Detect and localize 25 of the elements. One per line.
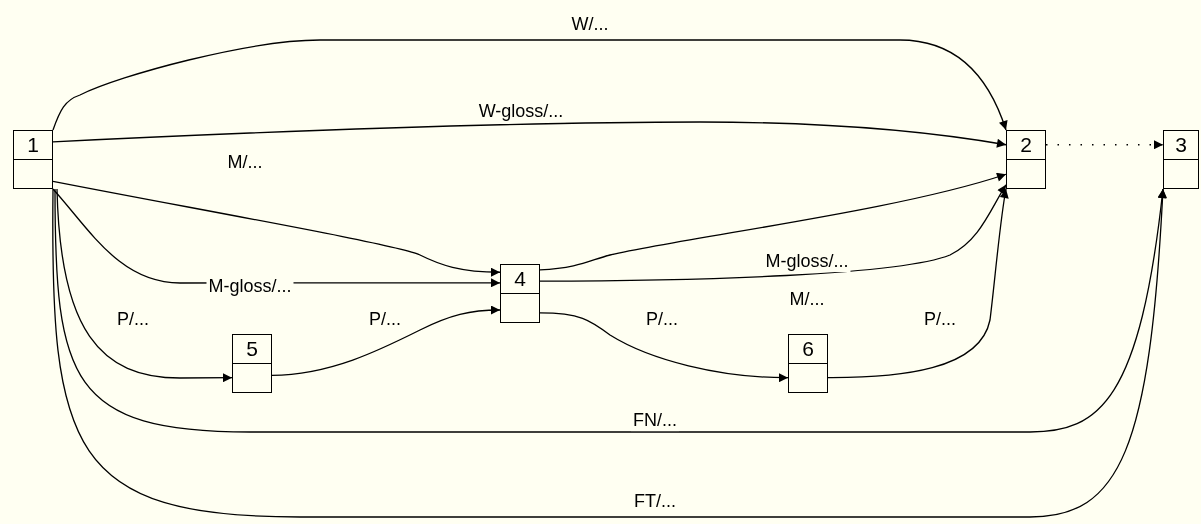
edge-label: M-gloss/... (206, 277, 294, 297)
state-number: 1 (27, 134, 39, 156)
state-number: 4 (514, 268, 526, 290)
state-number: 3 (1175, 134, 1187, 156)
arrow (52, 39, 1008, 131)
state-number: 6 (802, 338, 814, 360)
edge-label: M-gloss/... (763, 252, 851, 272)
arrow (52, 188, 1167, 518)
state-box (500, 264, 540, 323)
state-box (788, 334, 828, 393)
arrow (271, 305, 501, 376)
state-box (13, 130, 53, 189)
state-box (1163, 130, 1199, 189)
state-box (1006, 130, 1046, 189)
state-number: 5 (246, 338, 258, 360)
arrow (56, 188, 233, 383)
arrow (539, 312, 789, 382)
arrow (52, 121, 1007, 148)
dotted-arrow (1045, 140, 1164, 150)
arrow (539, 184, 1007, 282)
arrow (827, 188, 1009, 379)
state-number: 2 (1020, 134, 1032, 156)
arrow (52, 180, 501, 277)
state-box (232, 334, 272, 393)
arrow (539, 172, 1007, 271)
